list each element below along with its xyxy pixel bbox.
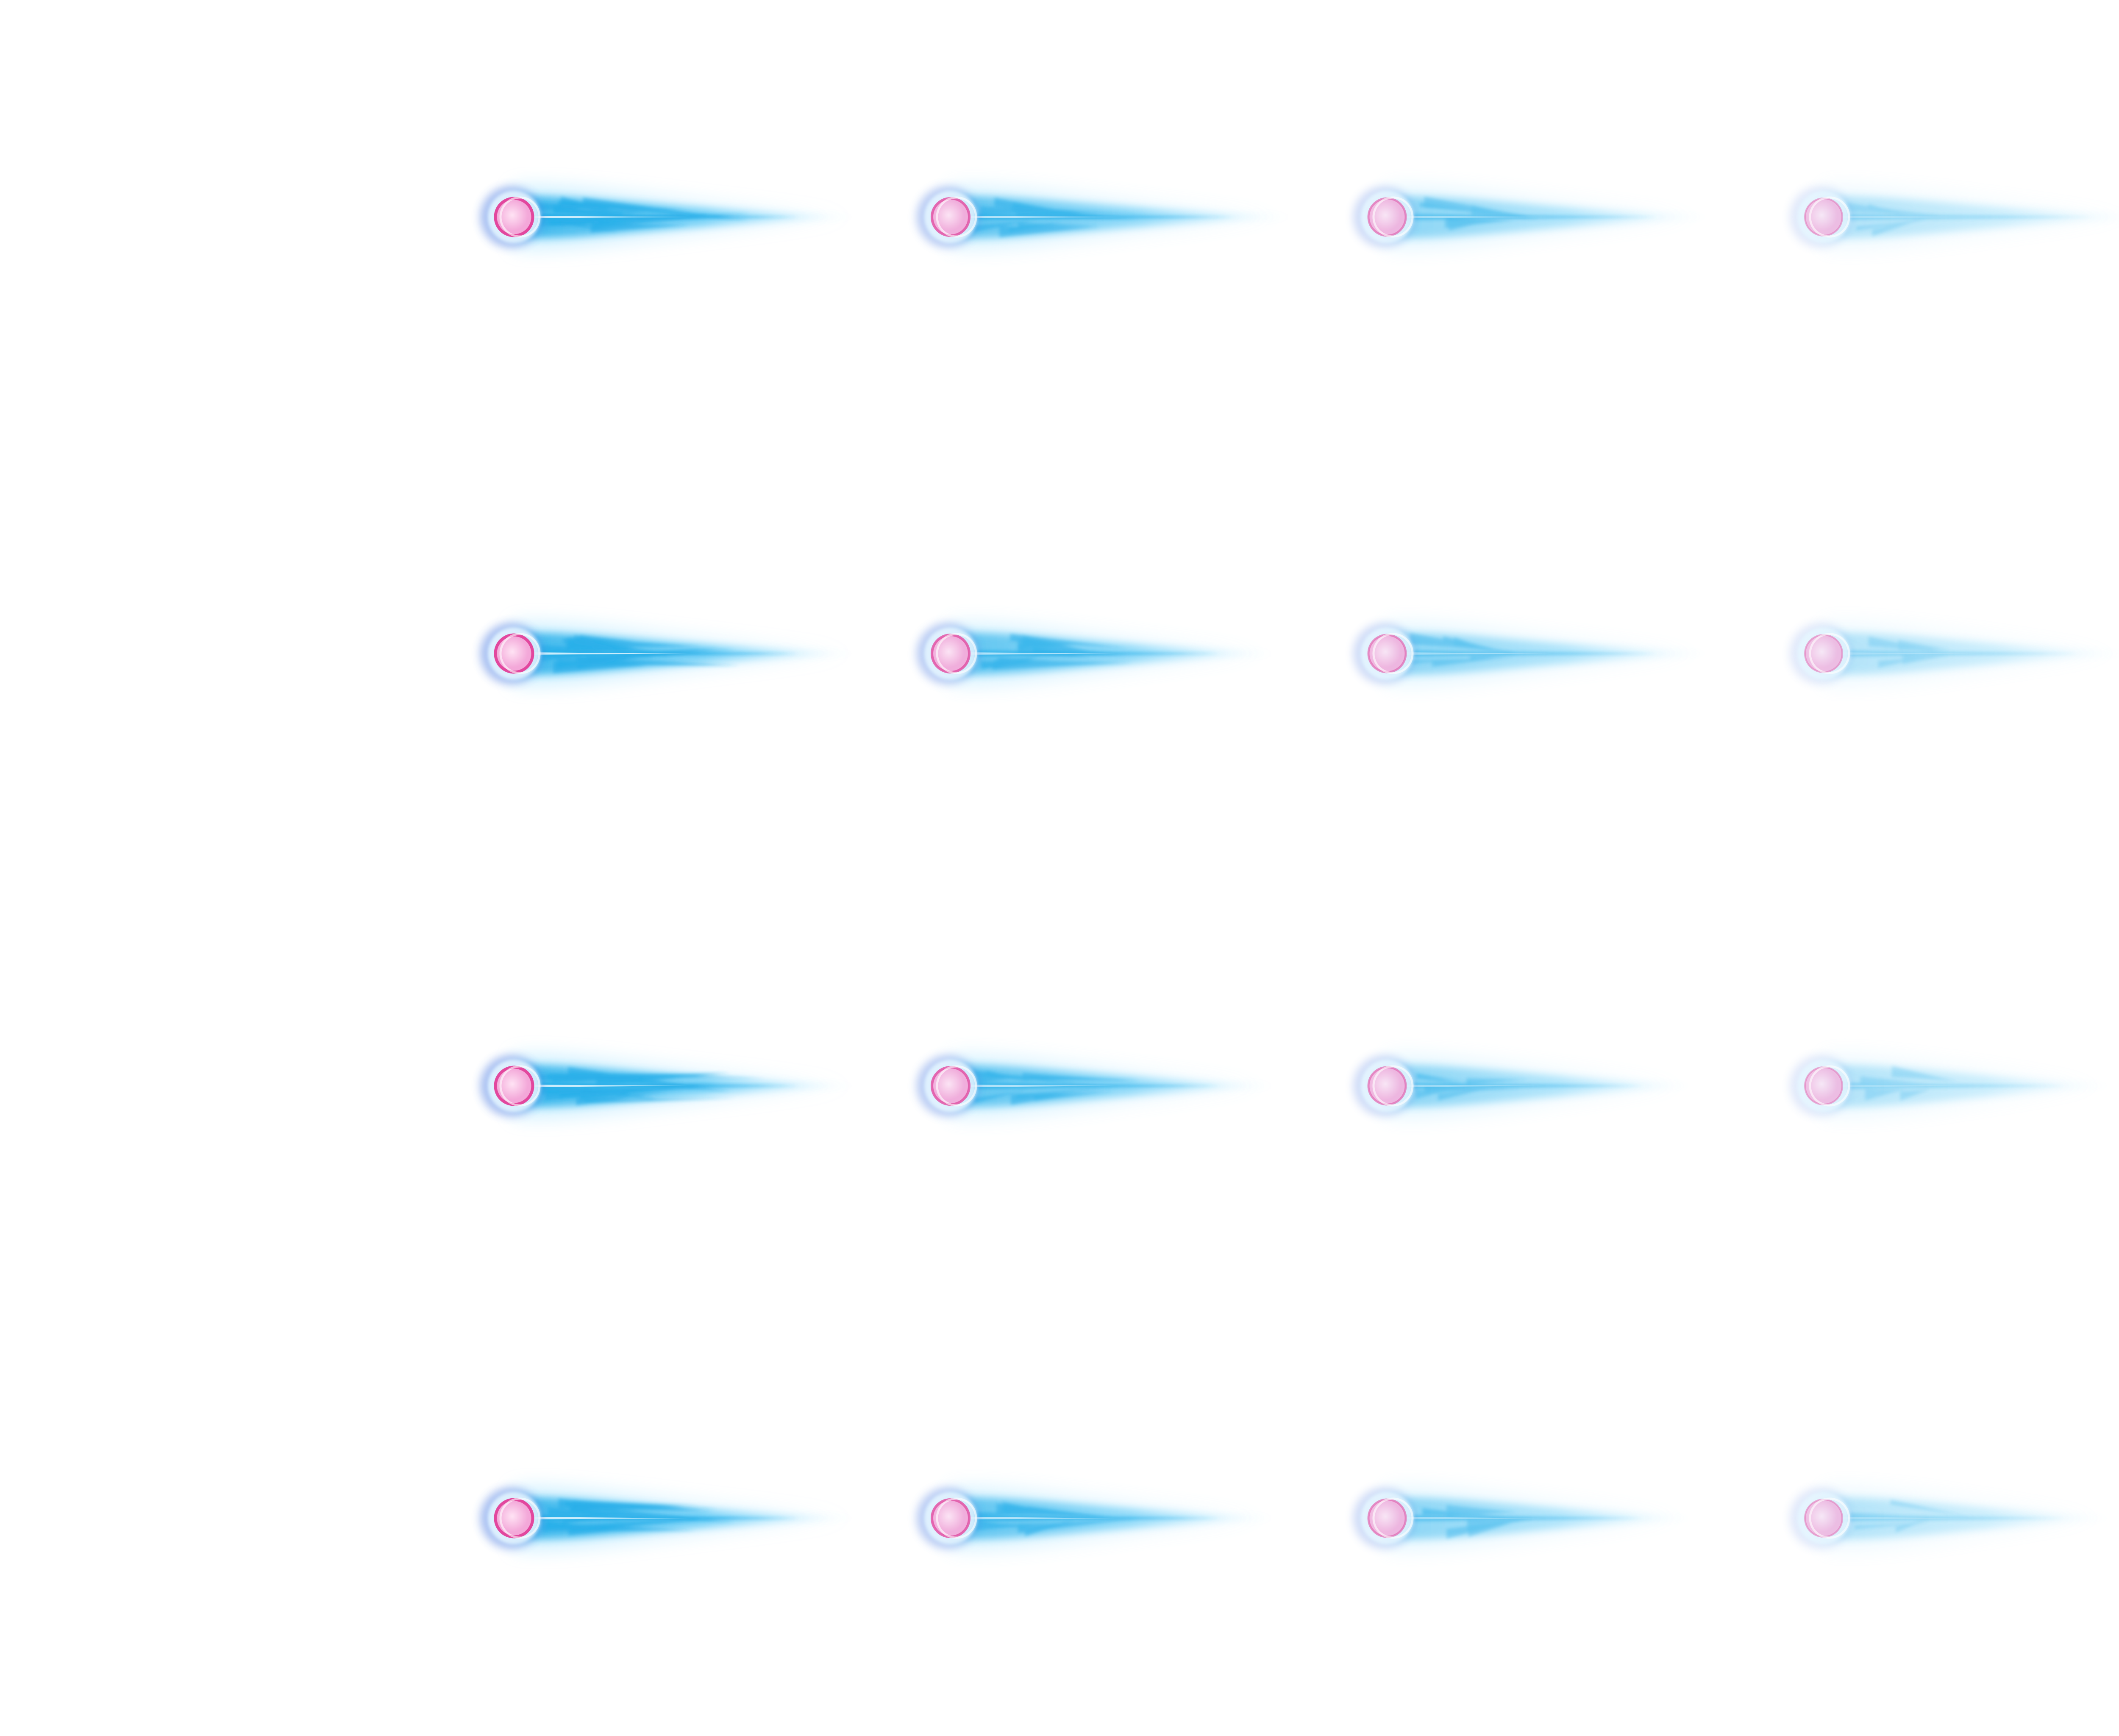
orb-rim-highlight	[499, 1497, 541, 1539]
orb-rim-highlight	[1372, 1497, 1414, 1539]
frame-r3-c1	[477, 1052, 862, 1120]
orb-rim-highlight	[1372, 1065, 1414, 1107]
frame-r4-c4	[1786, 1484, 2119, 1552]
orb-rim-highlight	[936, 1065, 977, 1107]
tail-highlight	[1400, 1517, 1543, 1519]
tail-core-streak	[1396, 650, 1658, 657]
tail-core-streak	[1832, 650, 2080, 657]
tail-highlight	[527, 1517, 688, 1519]
tail-highlight	[1836, 652, 1980, 655]
tail-core-streak	[1396, 1515, 1644, 1522]
frame-r4-c3	[1350, 1484, 1700, 1552]
tail-streaks	[1860, 1066, 1958, 1101]
tail-streaks	[972, 1070, 1140, 1105]
tail-highlight	[1836, 1085, 1972, 1087]
tail-highlight	[963, 216, 1124, 218]
orb-rim-highlight	[936, 633, 977, 674]
orb-rim-highlight	[1372, 633, 1414, 674]
tail-highlight	[1400, 1085, 1543, 1087]
tail-core-streak	[1396, 1082, 1644, 1089]
tail-highlight	[1836, 1517, 1972, 1519]
tail-core-streak	[1396, 214, 1658, 220]
orb-rim-highlight	[1809, 1065, 1850, 1107]
orb-rim-highlight	[499, 196, 541, 238]
orb-rim-highlight	[936, 1497, 977, 1539]
tail-core-streak	[1832, 214, 2094, 220]
orb-rim-highlight	[499, 633, 541, 674]
tail-highlight	[1400, 216, 1552, 218]
tail-core-streak	[1832, 1082, 2066, 1089]
frame-r1-c2	[913, 183, 1298, 251]
frame-r4-c1	[477, 1484, 862, 1552]
frame-r3-c3	[1350, 1052, 1700, 1120]
frame-r1-c1	[477, 183, 862, 251]
frame-r4-c2	[913, 1484, 1281, 1552]
frame-r2-c2	[913, 620, 1281, 687]
orb-rim-highlight	[1809, 196, 1850, 238]
frame-r2-c1	[477, 620, 862, 687]
tail-streaks	[536, 197, 751, 233]
tail-highlight	[527, 216, 688, 218]
tail-core-streak	[1832, 1515, 2066, 1522]
orb-rim-highlight	[1372, 196, 1414, 238]
tail-highlight	[1400, 652, 1552, 655]
tail-streaks	[542, 1499, 742, 1535]
tail-highlight	[1836, 216, 1989, 218]
tail-streaks	[1847, 1500, 1969, 1533]
orb-rim-highlight	[936, 196, 977, 238]
frame-r1-c4	[1786, 183, 2119, 251]
tail-highlight	[963, 652, 1116, 655]
tail-highlight	[963, 1085, 1116, 1087]
frame-r1-c3	[1350, 183, 1717, 251]
orb-rim-highlight	[499, 1065, 541, 1107]
frame-r3-c4	[1786, 1052, 2119, 1120]
orb-rim-highlight	[1809, 633, 1850, 674]
tail-streaks	[1868, 636, 1951, 668]
tail-highlight	[527, 652, 688, 655]
tail-streaks	[1845, 203, 1939, 236]
frame-r2-c4	[1786, 620, 2119, 687]
orb-rim-highlight	[1809, 1497, 1850, 1539]
frame-r2-c3	[1350, 620, 1717, 687]
tail-highlight	[963, 1517, 1116, 1519]
tail-highlight	[527, 1085, 688, 1087]
frame-r3-c2	[913, 1052, 1281, 1120]
